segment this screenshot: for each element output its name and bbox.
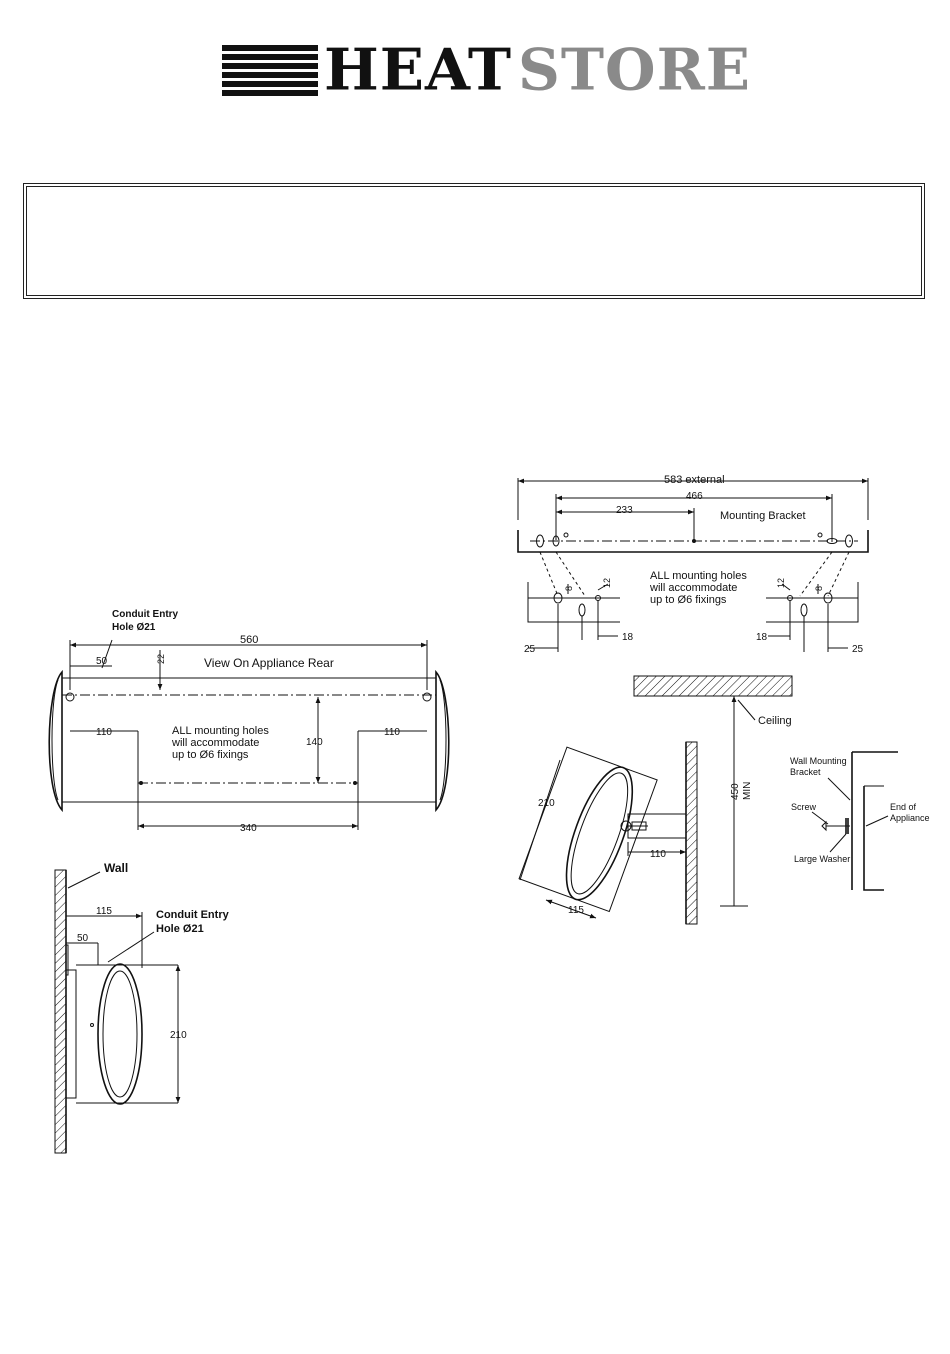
bracket-detail-label-2: Bracket [790,767,821,777]
dim-110-right: 110 [384,727,400,738]
dim-18-right: 18 [756,632,768,643]
end-label-1: End of [890,802,917,812]
dim-25-right: 25 [852,644,864,655]
ceiling-mount-drawing: Ceiling 450 MIN 210 110 115 [518,675,793,925]
end-label-2: Appliance [890,813,930,823]
title-banner-box [23,183,925,299]
side-conduit-label-2: Hole Ø21 [156,923,204,935]
side-ellipse-outer [97,963,143,1105]
rear-view-drawing: 560 50 22 View On Appliance Rear Conduit… [48,609,450,834]
dim-450: 450 [730,783,741,800]
washer-label: Large Washer [794,854,850,864]
dim-115-ceiling: 115 [568,905,584,916]
rear-note-1: ALL mounting holes [172,725,269,737]
rear-hole-left [65,692,75,702]
dim-210-side: 210 [170,1030,187,1041]
bracket-detail-label-1: Wall Mounting [790,756,847,766]
heatstore-logo: HEAT STORE [222,36,750,104]
dim-50-side: 50 [77,933,89,944]
dim-233: 233 [616,505,633,516]
dim-583: 583 external [664,474,725,486]
dim-50-rear: 50 [96,656,108,667]
side-conduit-label-1: Conduit Entry [156,909,230,921]
bracket-bar [517,530,869,553]
side-view-drawing: Wall 115 50 210 Conduit Entry Hole Ø21 [54,861,230,1154]
mounting-bracket-drawing: 583 external 466 233 Mounting Bracket [517,474,869,655]
dim-466: 466 [686,491,703,502]
dim-25-left: 25 [524,644,536,655]
rear-view-title: View On Appliance Rear [204,656,334,670]
dim-12-right: 12 [776,578,786,588]
rear-hole-bottom-left [139,781,143,785]
ceiling-label: Ceiling [758,715,792,727]
bracket-title: Mounting Bracket [720,510,806,522]
rear-conduit-label-2: Hole Ø21 [112,622,156,633]
bracket-note-1: ALL mounting holes [650,570,747,582]
wall-hatch-ceiling [685,741,698,925]
washer-detail-drawing: Wall Mounting Bracket Screw End of Appli… [790,751,930,891]
dim-110-ceiling: 110 [650,849,666,860]
dim-18-left: 18 [622,632,634,643]
wall-hatch-side [54,869,67,1154]
dim-min: MIN [742,782,753,800]
screw-label: Screw [791,802,817,812]
dim-22: 22 [156,654,166,664]
rear-conduit-label-1: Conduit Entry [112,609,179,620]
dim-8-left: 8 [564,586,574,591]
dim-560: 560 [240,634,258,646]
dim-340: 340 [240,823,257,834]
rear-hole-bottom-right [353,781,357,785]
logo-heat-text: HEAT [324,36,512,104]
wall-label: Wall [104,861,128,875]
ceiling-hatch [633,675,793,697]
bracket-note-2: will accommodate [649,582,737,594]
logo-store-text: STORE [518,36,751,104]
rear-note-2: will accommodate [171,737,259,749]
dim-110-left: 110 [96,727,112,738]
bracket-note-3: up to Ø6 fixings [650,594,727,606]
rear-note-3: up to Ø6 fixings [172,749,249,761]
dim-210-ceiling: 210 [538,798,555,809]
dim-140: 140 [306,737,323,748]
dim-115-side: 115 [96,906,112,917]
rear-hole-right [422,692,432,702]
dim-12-left: 12 [602,578,612,588]
dim-8-right: 8 [814,586,824,591]
logo-stripes [222,45,318,97]
